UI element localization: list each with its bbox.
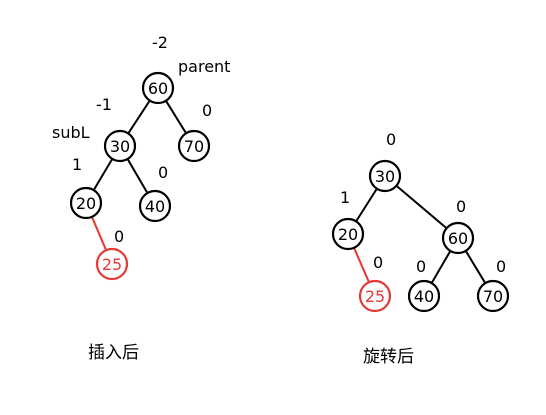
- tree-node-30: 30: [103, 129, 137, 163]
- edge-a60-a70: [464, 250, 487, 284]
- node-circle: [103, 129, 137, 163]
- node-circle: [407, 279, 441, 313]
- node-value: 20: [76, 194, 96, 213]
- node-circle: [69, 186, 103, 220]
- node-circle: [476, 279, 510, 313]
- tree-node-60: 60: [141, 71, 175, 105]
- node-value: 30: [375, 167, 395, 186]
- balance-factor: 0: [456, 197, 466, 216]
- node-circle: [441, 221, 475, 255]
- node-value: 25: [365, 287, 385, 306]
- node-circle: [95, 247, 129, 281]
- edge-a30-a20: [355, 188, 378, 222]
- node-value: 30: [110, 137, 130, 156]
- node-value: 60: [448, 229, 468, 248]
- balance-factor: 0: [416, 257, 426, 276]
- balance-factor: 0: [114, 227, 124, 246]
- tree-node-25: 25: [95, 247, 129, 281]
- caption-before: 插入后: [88, 343, 139, 363]
- node-circle: [331, 217, 365, 251]
- node-circle: [358, 279, 392, 313]
- node-tag-subl: subL: [52, 123, 90, 142]
- balance-factor: 0: [386, 130, 396, 149]
- node-circle: [368, 159, 402, 193]
- edge-b60-b70: [165, 100, 187, 134]
- balance-factor: 0: [158, 163, 168, 182]
- node-tag-parent: parent: [178, 57, 230, 76]
- tree-node-25: 25: [358, 279, 392, 313]
- node-circle: [141, 71, 175, 105]
- balance-factor: 0: [202, 101, 212, 120]
- node-circle: [138, 189, 172, 223]
- edge-a30-a60: [395, 184, 448, 230]
- tree-node-40: 40: [407, 279, 441, 313]
- tree-node-30: 30: [368, 159, 402, 193]
- edge-b30-b40: [126, 158, 149, 194]
- node-value: 25: [102, 255, 122, 274]
- tree-after-rotation: 30 20 60 25 40 70 0 1 0 0 0 0: [331, 130, 510, 313]
- edge-b60-b30: [127, 99, 151, 135]
- tree-node-70: 70: [476, 279, 510, 313]
- node-value: 70: [184, 137, 204, 156]
- tree-node-40: 40: [138, 189, 172, 223]
- balance-factor: -2: [152, 33, 168, 52]
- tree-node-60: 60: [441, 221, 475, 255]
- edge-a60-a40: [430, 250, 452, 284]
- caption-after: 旋转后: [363, 347, 414, 367]
- balance-factor: -1: [96, 95, 112, 114]
- balance-factor: 0: [496, 257, 506, 276]
- tree-node-70: 70: [177, 129, 211, 163]
- node-value: 20: [338, 225, 358, 244]
- balance-factor: 1: [72, 155, 82, 174]
- tree-before-insertion: 60 30 70 20 40 25 -2 parent -1 subL 0 1 0 0: [52, 33, 230, 281]
- node-value: 60: [148, 79, 168, 98]
- edge-b30-b20: [92, 158, 114, 191]
- node-value: 70: [483, 287, 503, 306]
- balance-factor: 1: [340, 188, 350, 207]
- tree-node-20: 20: [331, 217, 365, 251]
- edge-a20-a25: [353, 247, 370, 283]
- node-value: 40: [414, 287, 434, 306]
- node-circle: [177, 129, 211, 163]
- node-value: 40: [145, 197, 165, 216]
- edge-b20-b25: [90, 216, 108, 251]
- tree-node-20: 20: [69, 186, 103, 220]
- balance-factor: 0: [373, 253, 383, 272]
